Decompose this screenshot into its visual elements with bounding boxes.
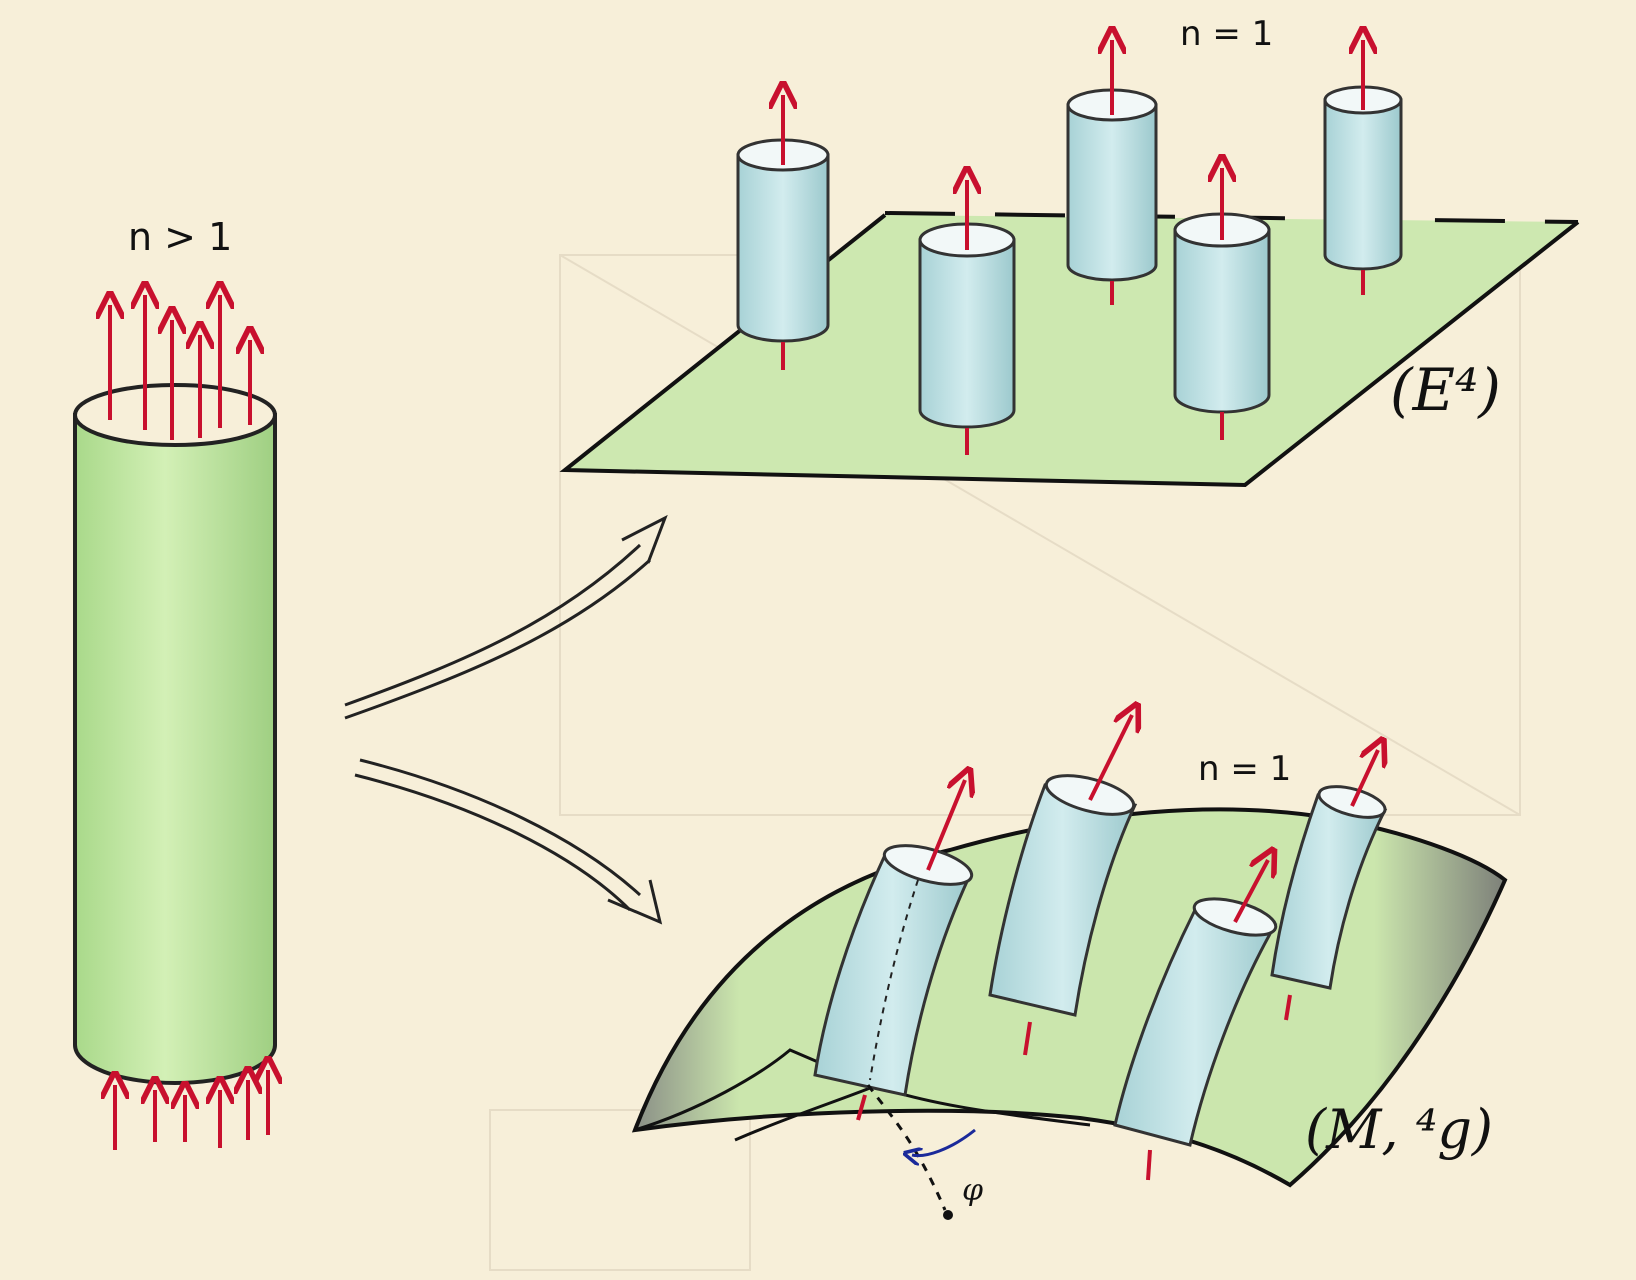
curved-cylinder <box>988 715 1138 1056</box>
flat-cylinder <box>736 95 830 370</box>
label-flat-space: (E⁴) <box>1390 356 1501 424</box>
flat-cylinder <box>918 180 1016 455</box>
label-phi: φ <box>962 1173 983 1208</box>
flat-cylinder <box>1173 168 1271 440</box>
flat-cylinder <box>1066 40 1158 305</box>
curved-cylinder <box>813 780 976 1121</box>
transition-arrow-lower <box>354 758 663 925</box>
label-n-equals-1-flat: n = 1 <box>1180 14 1273 54</box>
curved-cylinder <box>1270 750 1388 1021</box>
big-cylinder-bottom-arrows <box>115 1070 268 1150</box>
label-n-greater-1: n > 1 <box>128 215 232 259</box>
curved-cylinder <box>1113 860 1279 1181</box>
big-cylinder <box>73 383 277 1085</box>
big-cylinder-top-arrows <box>110 295 250 440</box>
flat-cylinder <box>1323 40 1403 295</box>
label-curved-space: (M, ⁴g) <box>1305 1098 1493 1161</box>
transition-arrow-upper <box>344 514 668 720</box>
label-n-equals-1-curved: n = 1 <box>1198 749 1291 789</box>
angle-construction <box>866 1084 976 1220</box>
